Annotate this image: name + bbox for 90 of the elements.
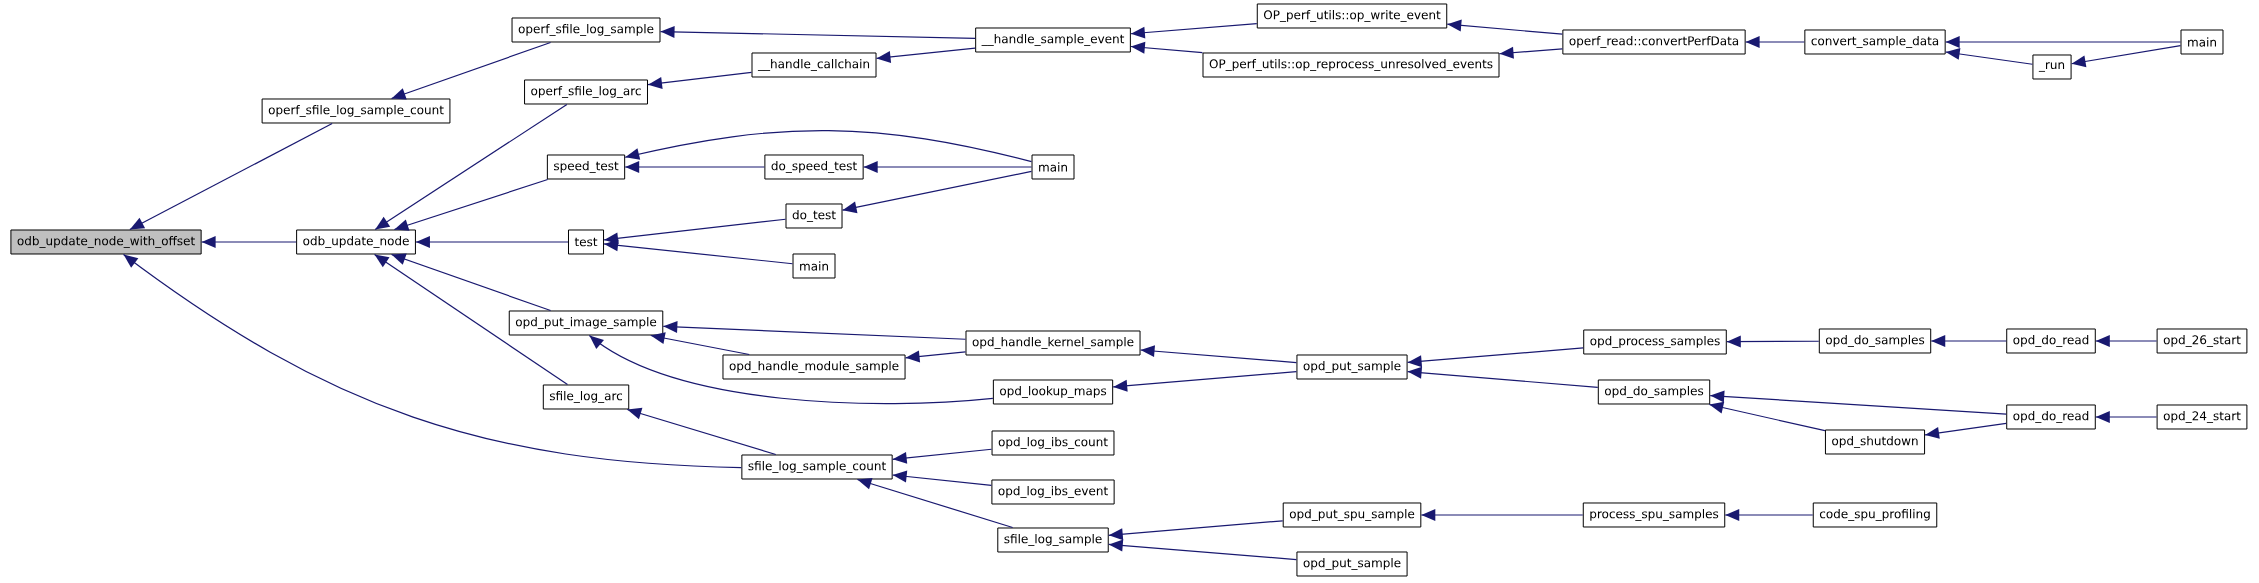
function-box: operf_read::convertPerfData bbox=[1562, 29, 1746, 55]
function-box: OP_perf_utils::op_write_event bbox=[1256, 3, 1448, 29]
arrow bbox=[201, 236, 297, 248]
function-box: opd_do_read bbox=[2006, 328, 2096, 354]
function-box: operf_sfile_log_arc bbox=[524, 79, 648, 105]
arrow bbox=[1108, 520, 1284, 541]
function-box: opd_lookup_maps bbox=[992, 379, 1114, 405]
function-box: sfile_log_sample_count bbox=[741, 454, 893, 480]
function-box: operf_sfile_log_sample bbox=[511, 17, 661, 43]
arrow bbox=[1407, 347, 1584, 368]
arrow bbox=[373, 253, 569, 386]
arrow bbox=[892, 470, 992, 487]
arrow bbox=[603, 239, 794, 265]
function-box: opd_process_samples bbox=[1583, 329, 1727, 355]
arrow bbox=[1708, 401, 1826, 432]
function-box: opd_shutdown bbox=[1824, 429, 1926, 455]
function-box: __handle_sample_event bbox=[975, 27, 1131, 53]
function-box: opd_put_sample bbox=[1296, 354, 1408, 380]
arrow bbox=[1945, 36, 2182, 48]
function-box: odb_update_node_with_offset bbox=[10, 229, 202, 255]
arrow bbox=[875, 47, 976, 63]
function-box: opd_26_start bbox=[2156, 328, 2248, 354]
arrow bbox=[1745, 36, 1805, 48]
function-box: odb_update_node bbox=[296, 229, 416, 255]
function-box: opd_24_start bbox=[2156, 404, 2248, 430]
function-box: process_spu_samples bbox=[1582, 502, 1726, 528]
function-box: sfile_log_arc bbox=[542, 384, 630, 410]
arrow bbox=[393, 178, 549, 231]
arrow bbox=[647, 71, 753, 89]
function-box: main bbox=[1031, 154, 1075, 180]
arrow bbox=[1945, 48, 2034, 65]
arrow bbox=[650, 332, 750, 356]
arrow bbox=[659, 25, 976, 39]
function-box: OP_perf_utils::op_reprocess_unresolved_events bbox=[1202, 52, 1500, 78]
function-box: _run bbox=[2032, 54, 2072, 80]
function-box: opd_put_spu_sample bbox=[1282, 502, 1422, 528]
arrow bbox=[2095, 411, 2158, 423]
arrow bbox=[624, 130, 1033, 163]
arrow bbox=[904, 350, 967, 363]
arrow bbox=[1130, 41, 1204, 54]
arrow bbox=[588, 334, 994, 405]
arrow bbox=[626, 407, 777, 456]
function-box: main bbox=[792, 253, 836, 279]
arrow bbox=[624, 161, 765, 173]
arrow bbox=[1112, 371, 1298, 392]
arrow bbox=[892, 448, 993, 464]
arrow bbox=[374, 103, 568, 231]
arrow bbox=[1139, 345, 1298, 364]
arrow bbox=[1130, 23, 1258, 39]
function-box: do_speed_test bbox=[764, 154, 864, 180]
arrow bbox=[390, 41, 552, 100]
arrow bbox=[1446, 19, 1563, 35]
function-box: opd_handle_kernel_sample bbox=[965, 330, 1141, 356]
arrow bbox=[662, 320, 967, 340]
function-box: test bbox=[568, 229, 605, 255]
function-box: speed_test bbox=[546, 154, 626, 180]
arrow bbox=[122, 253, 742, 469]
arrow bbox=[1709, 390, 2007, 415]
arrow bbox=[603, 218, 787, 245]
arrow bbox=[1420, 509, 1584, 521]
function-box: opd_handle_module_sample bbox=[722, 354, 906, 380]
function-box: code_spu_profiling bbox=[1812, 502, 1938, 528]
function-box: opd_do_samples bbox=[1818, 328, 1932, 354]
arrow bbox=[415, 236, 569, 248]
arrow bbox=[1924, 422, 2007, 439]
function-box: opd_do_samples bbox=[1597, 379, 1711, 405]
function-box: opd_put_sample bbox=[1296, 551, 1408, 577]
function-box: operf_sfile_log_sample_count bbox=[261, 98, 451, 124]
arrow bbox=[841, 170, 1033, 214]
arrow bbox=[856, 477, 1014, 529]
function-box: __handle_callchain bbox=[751, 52, 877, 78]
function-box: opd_log_ibs_count bbox=[991, 430, 1115, 456]
function-box: opd_do_read bbox=[2006, 404, 2096, 430]
function-box: do_test bbox=[785, 203, 843, 229]
arrow bbox=[2071, 45, 2182, 68]
function-box: main bbox=[2180, 29, 2224, 55]
arrow bbox=[129, 122, 333, 231]
arrow bbox=[863, 161, 1033, 173]
function-box: opd_put_image_sample bbox=[508, 310, 664, 336]
arrow bbox=[1726, 335, 1820, 348]
arrow bbox=[1407, 366, 1599, 388]
arrow bbox=[1498, 46, 1563, 59]
function-box: convert_sample_data bbox=[1804, 29, 1946, 55]
arrow bbox=[1724, 509, 1814, 521]
arrow bbox=[1108, 539, 1298, 561]
arrow bbox=[390, 253, 552, 312]
arrow bbox=[1930, 335, 2007, 347]
arrow bbox=[2095, 335, 2158, 347]
function-box: opd_log_ibs_event bbox=[991, 479, 1115, 505]
function-box: sfile_log_sample bbox=[997, 527, 1109, 553]
